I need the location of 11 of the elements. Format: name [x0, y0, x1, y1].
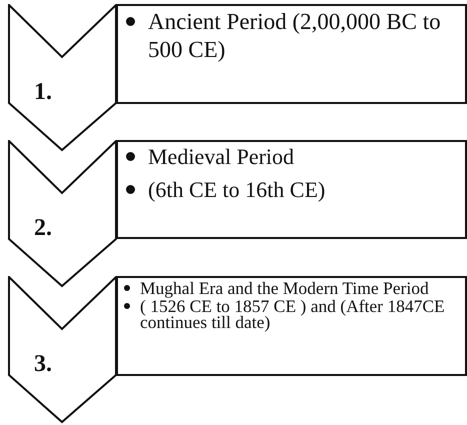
- text-box: [116, 140, 467, 239]
- bullet-text: Mughal Era and the Modern Time Period: [140, 280, 429, 297]
- step-number: 1.: [34, 80, 52, 104]
- text-box: [116, 4, 467, 104]
- text-box: [116, 276, 467, 376]
- bullet-text: (6th CE to 16th CE): [148, 177, 326, 203]
- bullet-text: ( 1526 CE to 1857 CE ) and (After 1847CE continues till date): [140, 298, 446, 331]
- bullet-text: Ancient Period (2,00,000 BC to 500 CE): [148, 8, 442, 64]
- bullet-text: Medieval Period: [148, 144, 294, 170]
- step-number: 3.: [34, 352, 52, 376]
- step-number: 2.: [34, 216, 52, 240]
